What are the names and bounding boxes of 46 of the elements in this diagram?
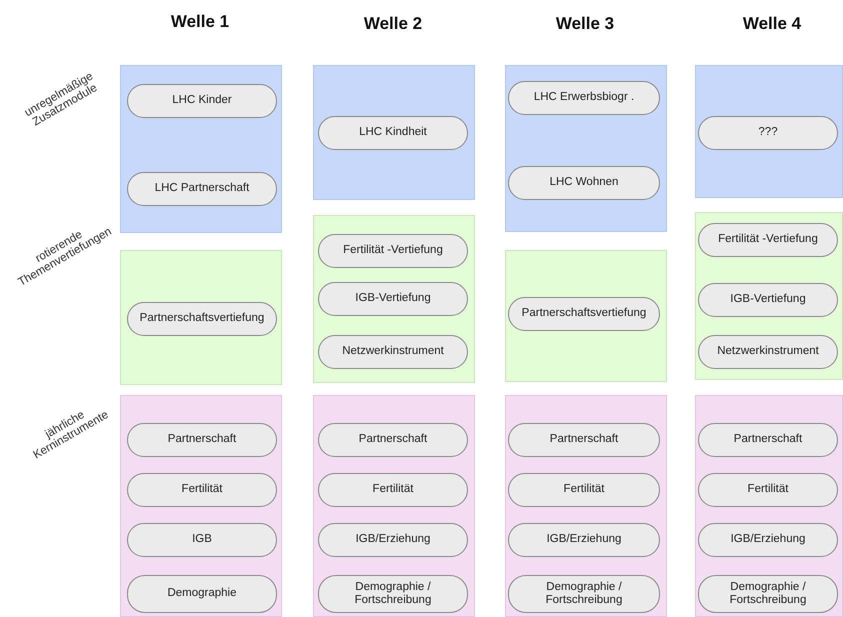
column-heading: Welle 2 bbox=[362, 14, 424, 34]
band-panel bbox=[505, 65, 667, 232]
module-pill: LHC Wohnen bbox=[508, 166, 660, 200]
module-pill: IGB-Vertiefung bbox=[318, 282, 468, 316]
module-pill: Fertilität bbox=[127, 473, 277, 507]
band-panel bbox=[313, 215, 475, 383]
module-pill: Partnerschaft bbox=[698, 423, 838, 457]
band-panel bbox=[695, 212, 843, 380]
module-pill: IGB/Erziehung bbox=[508, 523, 660, 557]
band-panel bbox=[505, 395, 667, 617]
module-pill: IGB bbox=[127, 523, 277, 557]
module-pill: LHC Kinder bbox=[127, 84, 277, 118]
module-pill: LHC Partnerschaft bbox=[127, 172, 277, 206]
module-pill: LHC Erwerbsbiogr . bbox=[508, 81, 660, 115]
module-pill: Partnerschaftsvertiefung bbox=[508, 297, 660, 331]
module-pill: Partnerschaft bbox=[508, 423, 660, 457]
band-panel bbox=[695, 395, 843, 617]
module-pill: Demographie / Fortschreibung bbox=[508, 575, 660, 613]
module-pill: Demographie / Fortschreibung bbox=[698, 575, 838, 613]
module-pill: Partnerschaftsvertiefung bbox=[127, 302, 277, 336]
module-pill: LHC Kindheit bbox=[318, 116, 468, 150]
band-panel bbox=[120, 395, 282, 617]
module-pill: Partnerschaft bbox=[127, 423, 277, 457]
module-pill: Fertilität -Vertiefung bbox=[318, 234, 468, 268]
module-pill: Demographie / Fortschreibung bbox=[318, 575, 468, 613]
module-pill: ??? bbox=[698, 116, 838, 150]
band-panel bbox=[505, 250, 667, 382]
band-panel bbox=[313, 395, 475, 617]
column-heading: Welle 3 bbox=[554, 14, 616, 34]
band-panel bbox=[313, 65, 475, 200]
module-pill: Fertilität -Vertiefung bbox=[698, 223, 838, 257]
module-pill: Partnerschaft bbox=[318, 423, 468, 457]
module-pill: Demographie bbox=[127, 575, 277, 613]
module-pill: Fertilität bbox=[318, 473, 468, 507]
band-panel bbox=[120, 65, 282, 233]
band-panel bbox=[120, 250, 282, 385]
module-pill: IGB/Erziehung bbox=[698, 523, 838, 557]
module-pill: Fertilität bbox=[508, 473, 660, 507]
module-pill: Netzwerkinstrument bbox=[318, 335, 468, 369]
module-pill: IGB/Erziehung bbox=[318, 523, 468, 557]
column-heading: Welle 4 bbox=[742, 14, 802, 34]
module-pill: Fertilität bbox=[698, 473, 838, 507]
module-pill: Netzwerkinstrument bbox=[698, 335, 838, 369]
band-panel bbox=[695, 65, 843, 198]
module-pill: IGB-Vertiefung bbox=[698, 283, 838, 317]
column-heading: Welle 1 bbox=[170, 12, 230, 32]
